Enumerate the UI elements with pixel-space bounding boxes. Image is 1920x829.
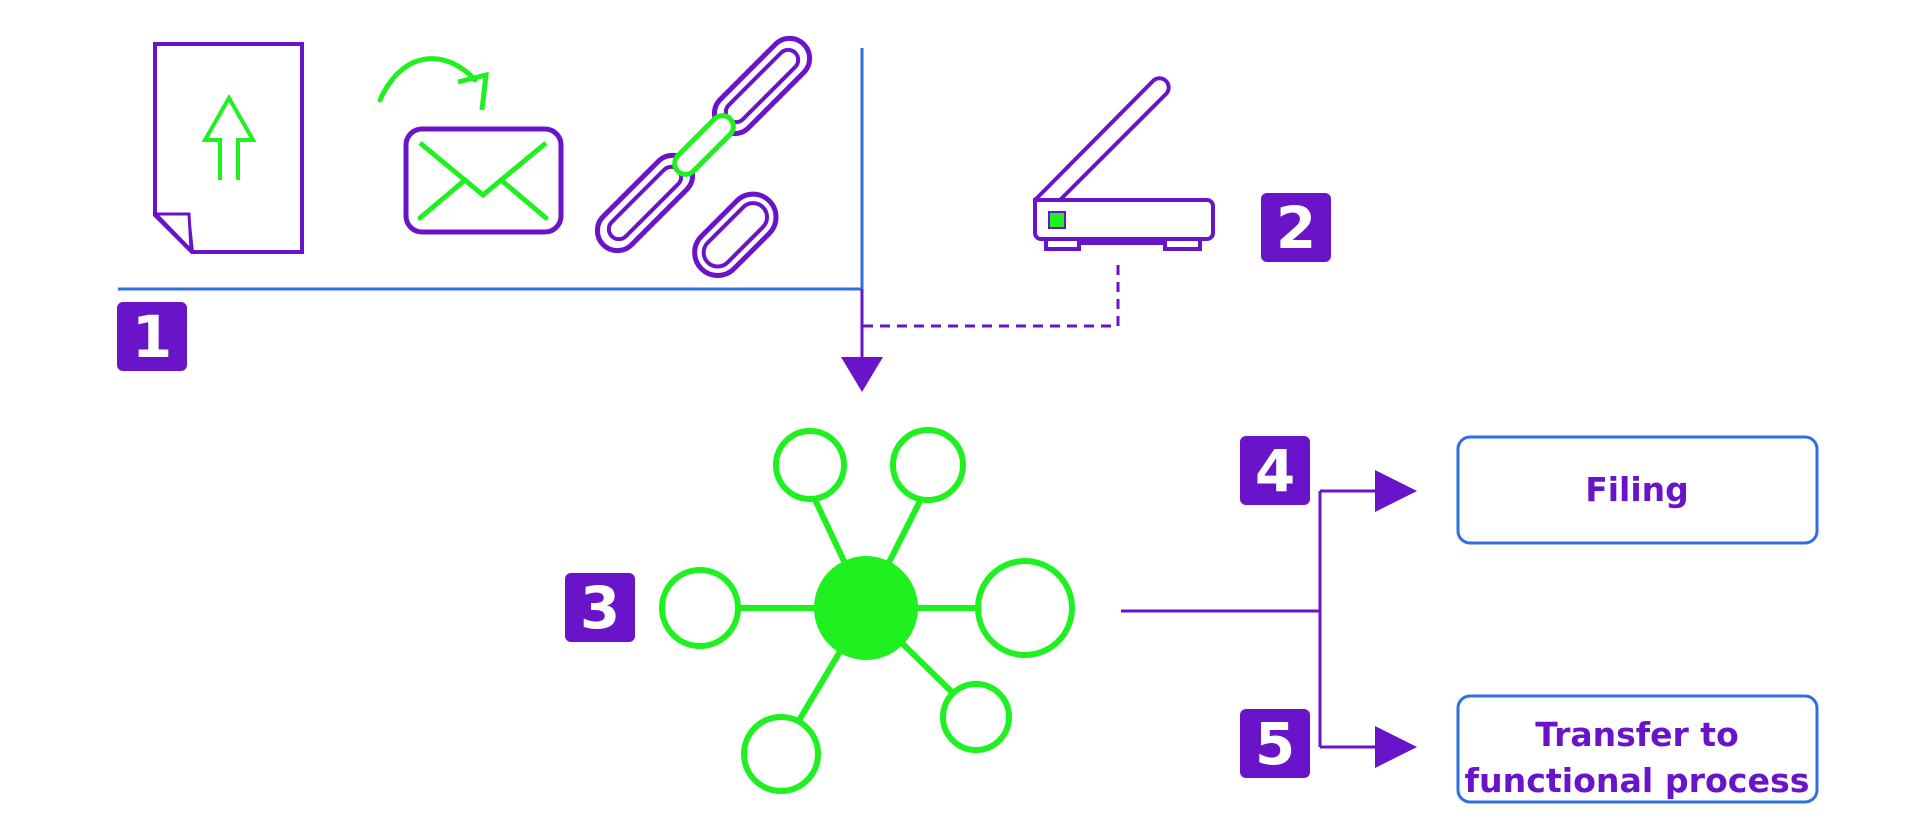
filing-box: Filing [1456, 435, 1819, 545]
document-upload-icon [152, 42, 304, 254]
step-number-1: 1 [132, 303, 172, 371]
step-number-2: 2 [1276, 194, 1316, 262]
step-badge-2: 2 [1261, 193, 1331, 262]
transfer-label-line1: Transfer to [1535, 715, 1739, 754]
step-number-4: 4 [1255, 437, 1295, 505]
email-forward-icon [377, 56, 564, 235]
step-badge-5: 5 [1240, 709, 1310, 778]
network-hub-icon [659, 427, 1075, 794]
step-number-3: 3 [580, 574, 620, 642]
chain-link-icon [594, 35, 813, 279]
scanner-dashed-connector [862, 265, 1120, 328]
step-badge-4: 4 [1240, 436, 1310, 505]
transfer-label-line2: functional process [1465, 761, 1810, 800]
step-number-5: 5 [1255, 710, 1295, 778]
filing-label: Filing [1585, 470, 1689, 509]
transfer-arrowhead [1375, 726, 1417, 768]
intake-arrowhead [841, 357, 883, 392]
step-badge-3: 3 [565, 573, 635, 642]
scanner-icon [1033, 76, 1215, 251]
step-badge-1: 1 [117, 302, 187, 371]
transfer-box: Transfer to functional process [1456, 694, 1819, 804]
filing-arrowhead [1375, 470, 1417, 512]
